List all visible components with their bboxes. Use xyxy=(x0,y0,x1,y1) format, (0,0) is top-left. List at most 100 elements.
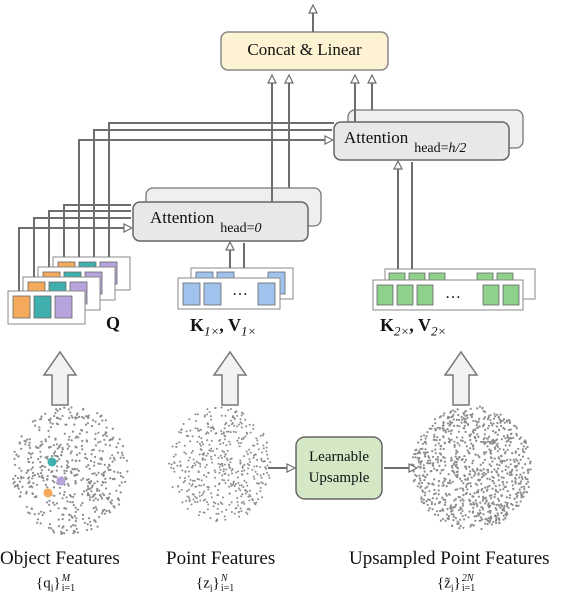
cloud-point xyxy=(494,485,497,488)
cloud-point xyxy=(14,484,17,487)
cloud-point xyxy=(178,441,181,444)
cloud-point xyxy=(477,454,480,457)
cloud-point xyxy=(242,500,245,503)
cloud-point xyxy=(191,479,194,482)
cloud-point xyxy=(196,413,199,416)
cloud-point xyxy=(205,432,207,435)
cloud-point xyxy=(463,455,466,458)
cloud-point xyxy=(94,432,97,435)
cloud-point xyxy=(61,526,64,529)
cloud-point xyxy=(246,463,249,465)
cloud-point xyxy=(438,438,441,441)
cloud-point xyxy=(439,509,442,513)
cloud-point xyxy=(245,511,248,514)
cloud-point xyxy=(505,496,508,499)
cloud-point xyxy=(505,440,508,443)
cloud-point xyxy=(514,492,518,496)
cloud-point xyxy=(71,416,74,419)
cloud-point xyxy=(72,504,75,507)
cloud-point xyxy=(258,482,261,485)
cloud-point xyxy=(52,444,56,447)
cloud-point xyxy=(55,502,59,505)
point-up-arrow xyxy=(212,350,248,406)
cloud-point xyxy=(236,439,239,442)
cloud-point xyxy=(435,510,439,513)
cloud-point xyxy=(108,464,111,467)
cloud-point xyxy=(524,447,527,450)
cloud-point xyxy=(46,486,49,489)
cloud-point xyxy=(509,463,512,466)
cloud-point xyxy=(105,426,108,429)
cloud-point xyxy=(187,435,190,438)
cloud-point xyxy=(487,471,490,474)
cloud-point xyxy=(240,414,243,417)
cloud-point xyxy=(54,412,57,415)
cloud-point xyxy=(494,507,497,510)
cloud-point xyxy=(434,452,437,455)
cloud-point xyxy=(185,430,188,433)
cloud-point xyxy=(450,410,453,413)
cloud-point xyxy=(433,488,436,492)
cloud-point xyxy=(527,471,530,474)
cloud-point xyxy=(217,503,220,506)
cloud-point xyxy=(69,411,72,414)
cloud-point xyxy=(119,471,122,475)
cloud-point xyxy=(122,456,125,459)
cloud-point xyxy=(482,461,485,464)
cloud-point xyxy=(503,452,506,455)
cloud-point xyxy=(255,492,258,495)
cloud-point xyxy=(241,470,244,473)
cloud-point xyxy=(430,501,433,504)
cloud-point xyxy=(40,510,43,513)
cloud-point xyxy=(198,453,201,456)
cloud-point xyxy=(517,462,520,465)
cloud-point xyxy=(221,503,224,505)
cloud-point xyxy=(428,482,431,486)
cloud-point xyxy=(209,426,212,429)
cloud-point xyxy=(237,487,240,490)
cloud-point xyxy=(262,447,265,450)
cloud-point xyxy=(487,424,491,427)
cloud-point xyxy=(53,481,56,484)
cloud-point xyxy=(508,444,511,447)
cloud-point xyxy=(34,419,37,422)
cloud-point xyxy=(62,493,66,496)
cloud-point xyxy=(39,445,42,448)
cloud-point xyxy=(452,506,455,509)
cloud-point xyxy=(492,422,495,425)
cloud-point xyxy=(184,471,187,473)
cloud-point xyxy=(197,471,200,474)
cloud-point xyxy=(460,479,463,483)
cloud-point xyxy=(519,491,522,494)
cloud-point xyxy=(500,503,503,506)
cloud-point xyxy=(462,427,465,430)
cloud-point xyxy=(444,464,447,467)
cloud-point xyxy=(28,485,31,488)
cloud-point xyxy=(85,489,88,492)
object-formula-set: {q xyxy=(36,575,51,592)
cloud-point xyxy=(200,479,203,482)
cloud-point xyxy=(236,501,239,503)
cloud-point xyxy=(498,484,501,487)
cloud-point xyxy=(205,463,208,466)
cloud-point xyxy=(46,457,49,460)
cloud-point xyxy=(68,518,71,522)
cloud-point xyxy=(461,439,464,443)
cloud-point xyxy=(429,470,432,473)
cloud-point xyxy=(227,409,230,412)
cloud-point xyxy=(201,441,204,443)
cloud-point xyxy=(252,427,255,430)
attention-head-half-label: Attentionhead=h/2 xyxy=(344,128,466,156)
cloud-point xyxy=(90,490,93,493)
cloud-point xyxy=(252,499,254,502)
cloud-point xyxy=(224,423,227,426)
attention-head-0-label: Attentionhead=0 xyxy=(150,208,262,236)
cloud-point xyxy=(265,467,268,470)
cloud-point xyxy=(497,499,501,502)
cloud-point xyxy=(90,453,93,456)
cloud-point xyxy=(47,429,50,432)
cloud-point xyxy=(452,519,455,522)
cloud-point xyxy=(197,514,200,517)
cloud-point xyxy=(15,453,18,456)
cloud-point xyxy=(28,512,31,515)
